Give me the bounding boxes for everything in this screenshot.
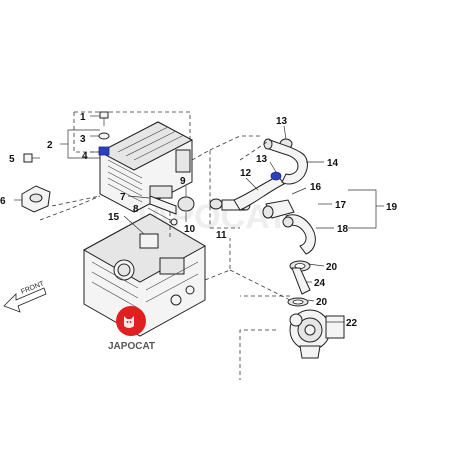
hose-12	[233, 175, 285, 211]
label-part-10: 10	[184, 224, 196, 235]
label-part-8: 8	[133, 204, 139, 215]
washer-3	[98, 132, 110, 140]
label-part-1: 1	[80, 112, 86, 123]
label-part-11: 11	[216, 230, 227, 241]
engine-block	[82, 213, 207, 337]
hose-14	[263, 138, 308, 185]
label-part-3: 3	[80, 134, 86, 145]
label-part-22: 22	[346, 318, 358, 329]
bolt-1	[99, 111, 109, 126]
label-part-13-upper: 13	[276, 116, 288, 127]
bracket-4	[98, 146, 110, 156]
label-part-18: 18	[337, 224, 349, 235]
label-part-24: 24	[314, 278, 326, 289]
front-direction-arrow: FRONT	[3, 280, 47, 313]
clamp-13-lower	[270, 171, 282, 181]
clamp-9	[177, 196, 195, 212]
hose-7	[149, 195, 177, 215]
intercooler	[98, 121, 194, 213]
label-part-4: 4	[82, 151, 88, 162]
turbocharger-22	[289, 309, 345, 359]
label-part-17: 17	[335, 200, 347, 211]
japocat-logo: JAPOCAT	[108, 306, 155, 352]
pipe-24	[291, 267, 311, 295]
sensor-6	[21, 185, 51, 213]
label-part-16: 16	[310, 182, 322, 193]
label-part-15: 15	[108, 212, 120, 223]
hose-16	[262, 199, 295, 219]
bolt-8	[170, 218, 178, 226]
label-part-13-lower: 13	[256, 154, 268, 165]
label-part-20-lower: 20	[316, 297, 328, 308]
label-part-19: 19	[386, 202, 398, 213]
label-part-12: 12	[240, 168, 252, 179]
label-part-20-upper: 20	[326, 262, 338, 273]
label-part-7: 7	[120, 192, 126, 203]
cat-icon	[124, 316, 134, 328]
label-part-9: 9	[180, 176, 186, 187]
hose-18	[282, 214, 316, 255]
gasket-20-lower	[287, 297, 309, 307]
bolt-5	[23, 153, 40, 163]
logo-text: JAPOCAT	[108, 341, 155, 352]
label-part-14: 14	[327, 158, 339, 169]
label-part-5: 5	[9, 154, 15, 165]
label-part-2: 2	[47, 140, 53, 151]
label-part-6: 6	[0, 196, 6, 207]
